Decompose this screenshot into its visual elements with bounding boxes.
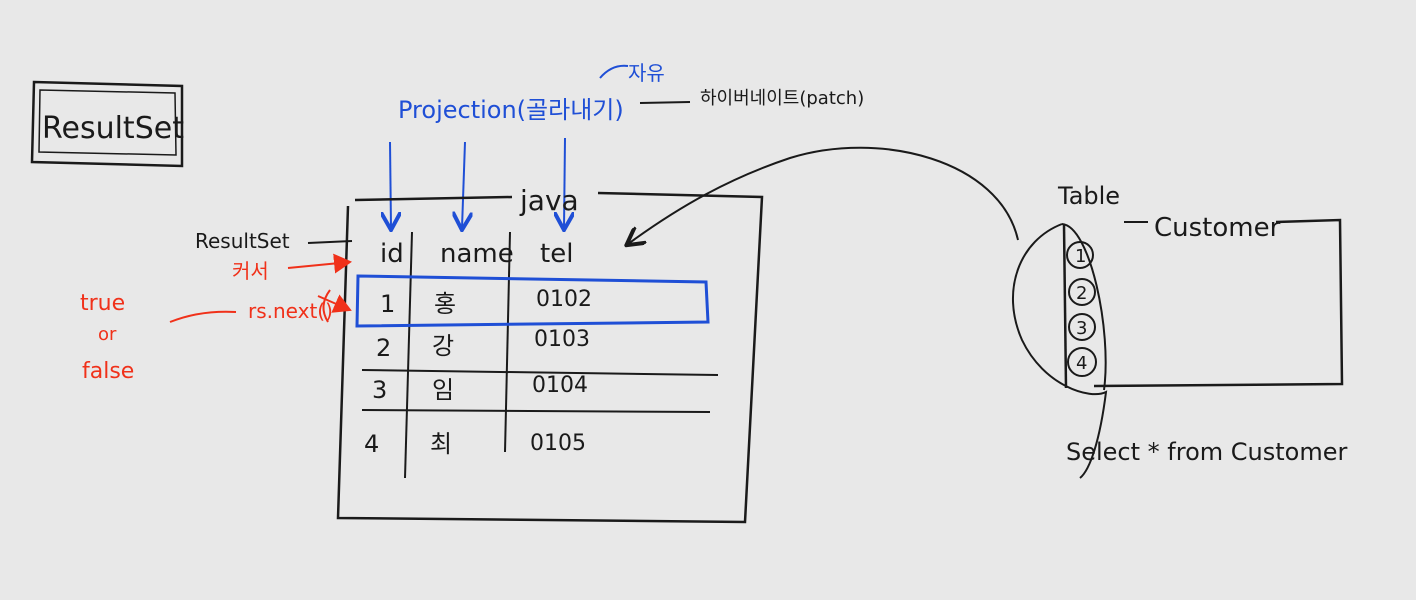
hibernate-label: 하이버네이트(patch) xyxy=(700,88,864,109)
cell-name: 강 xyxy=(432,332,454,360)
cell-tel: 0102 xyxy=(536,287,592,312)
or-label: or xyxy=(98,324,117,345)
resultset-pointer-line xyxy=(307,240,353,244)
selection-loop xyxy=(1012,223,1108,479)
db-table-outline xyxy=(1093,218,1344,388)
record-label: 1 xyxy=(1075,246,1086,267)
projection-label: Projection(골라내기) xyxy=(398,96,624,124)
cell-id: 4 xyxy=(364,430,379,458)
record-label: 2 xyxy=(1076,283,1087,304)
db-table: Table Customer ① 1 2 3 4 Select * from C… xyxy=(1012,182,1347,479)
false-label: false xyxy=(82,359,134,384)
resultset-table-grid xyxy=(361,231,719,479)
record-label: 3 xyxy=(1076,318,1087,339)
db-table-name: Customer xyxy=(1154,213,1281,243)
projection-arrow-id xyxy=(390,141,391,228)
db-record-list: ① 1 2 3 4 xyxy=(1066,241,1097,377)
cell-id: 1 xyxy=(380,290,395,318)
cell-name: 임 xyxy=(432,376,454,404)
sql-query: Select * from Customer xyxy=(1066,438,1347,466)
fetch-arrow xyxy=(628,146,1019,244)
java-label: java xyxy=(519,184,579,217)
table-row: 1 홍 0102 xyxy=(380,287,592,318)
table-row: 3 임 0104 xyxy=(372,373,588,404)
projection-annotation: Projection(골라내기) 자유 하이버네이트(patch) xyxy=(390,61,864,228)
record-label: 4 xyxy=(1076,353,1087,374)
cell-id: 2 xyxy=(376,334,391,362)
column-header-tel: tel xyxy=(540,239,573,269)
projection-arrow-tel xyxy=(564,137,565,228)
rs-next-arrow xyxy=(317,294,352,313)
true-label: true xyxy=(80,291,125,316)
projection-arrow-name xyxy=(462,141,465,228)
cell-tel: 0103 xyxy=(534,327,590,352)
title-box: ResultSet xyxy=(30,80,184,168)
rs-next-label: rs.next() xyxy=(248,299,333,323)
cursor-arrow xyxy=(287,253,352,274)
record-circle xyxy=(1068,278,1096,306)
cell-id: 3 xyxy=(372,376,387,404)
boolean-connector xyxy=(169,310,237,323)
rs-next-bracket xyxy=(322,289,331,323)
table-row: 2 강 0103 xyxy=(376,327,590,362)
java-resultset-frame: java xyxy=(336,184,764,524)
cell-tel: 0105 xyxy=(530,431,586,456)
column-header-name: name xyxy=(440,239,514,269)
cell-name: 최 xyxy=(430,430,452,458)
record-circle xyxy=(1068,313,1096,341)
db-table-label: Table xyxy=(1057,182,1120,210)
column-headers: id name tel xyxy=(380,239,573,269)
cursor-label: 커서 xyxy=(232,259,269,283)
cell-name: 홍 xyxy=(434,290,456,318)
table-row: 4 최 0105 xyxy=(364,430,586,458)
db-table-left-edge xyxy=(1062,224,1068,389)
cursor-annotation: 커서 rs.next() true or false xyxy=(80,253,352,384)
cursor-row-highlight xyxy=(355,274,710,328)
record-circle xyxy=(1067,347,1097,377)
title-text: ResultSet xyxy=(42,111,184,146)
record-circle xyxy=(1066,241,1094,269)
column-header-id: id xyxy=(380,239,404,269)
cell-tel: 0104 xyxy=(532,373,588,398)
resultset-side-label: ResultSet xyxy=(195,229,290,253)
projection-note: 자유 xyxy=(628,61,665,85)
dash-connector xyxy=(639,101,691,104)
